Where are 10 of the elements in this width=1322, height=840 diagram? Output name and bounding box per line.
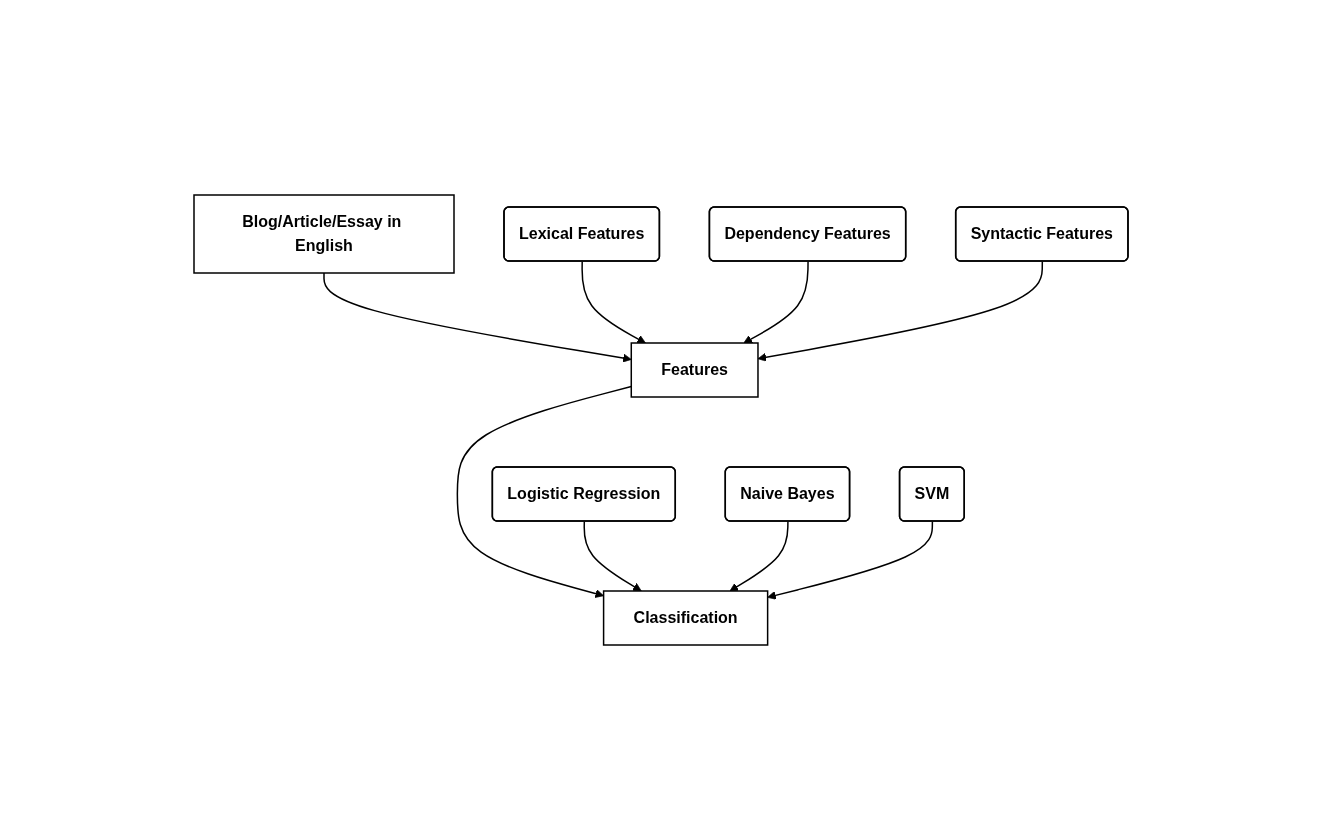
- arrow: [743, 260, 809, 344]
- node-box: Classification: [602, 590, 769, 646]
- arrow: [581, 260, 646, 344]
- arrow: [323, 272, 632, 363]
- node-box: Blog/Article/Essay in English: [193, 194, 455, 274]
- node-box: Features: [630, 342, 759, 398]
- arrow: [757, 260, 1044, 362]
- arrow: [767, 520, 934, 600]
- arrow: [583, 520, 642, 592]
- arrow: [729, 520, 789, 592]
